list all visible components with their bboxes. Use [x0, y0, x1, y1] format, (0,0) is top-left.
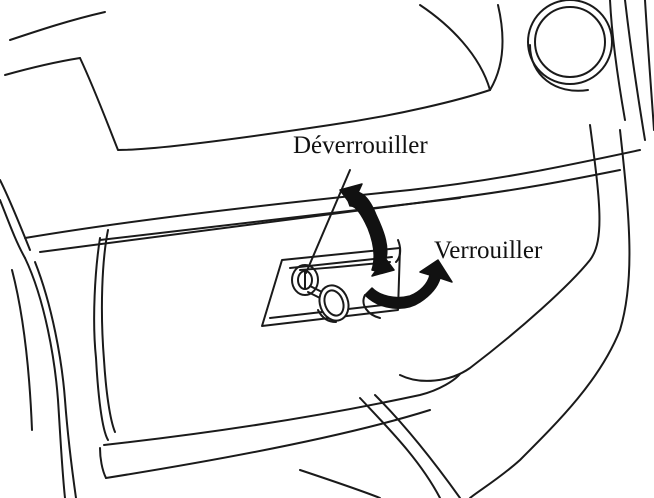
floor-lines [299, 394, 461, 498]
curved-arrow-up-icon [339, 183, 402, 277]
lock-label: Verrouiller [434, 237, 543, 264]
dashboard-right-panel [399, 0, 654, 498]
dashboard-upper-trim [4, 4, 504, 151]
glovebox-lid [93, 229, 461, 479]
curved-arrow-rotate-icon [362, 259, 453, 319]
unlock-leader-line [305, 169, 351, 274]
dashboard-left-panel [0, 179, 77, 498]
air-vent [527, 0, 613, 92]
unlock-label: Déverrouiller [293, 132, 428, 159]
lock-cylinder-icon [291, 264, 319, 296]
key-icon [307, 284, 350, 323]
glovebox-top-edge [24, 149, 641, 253]
